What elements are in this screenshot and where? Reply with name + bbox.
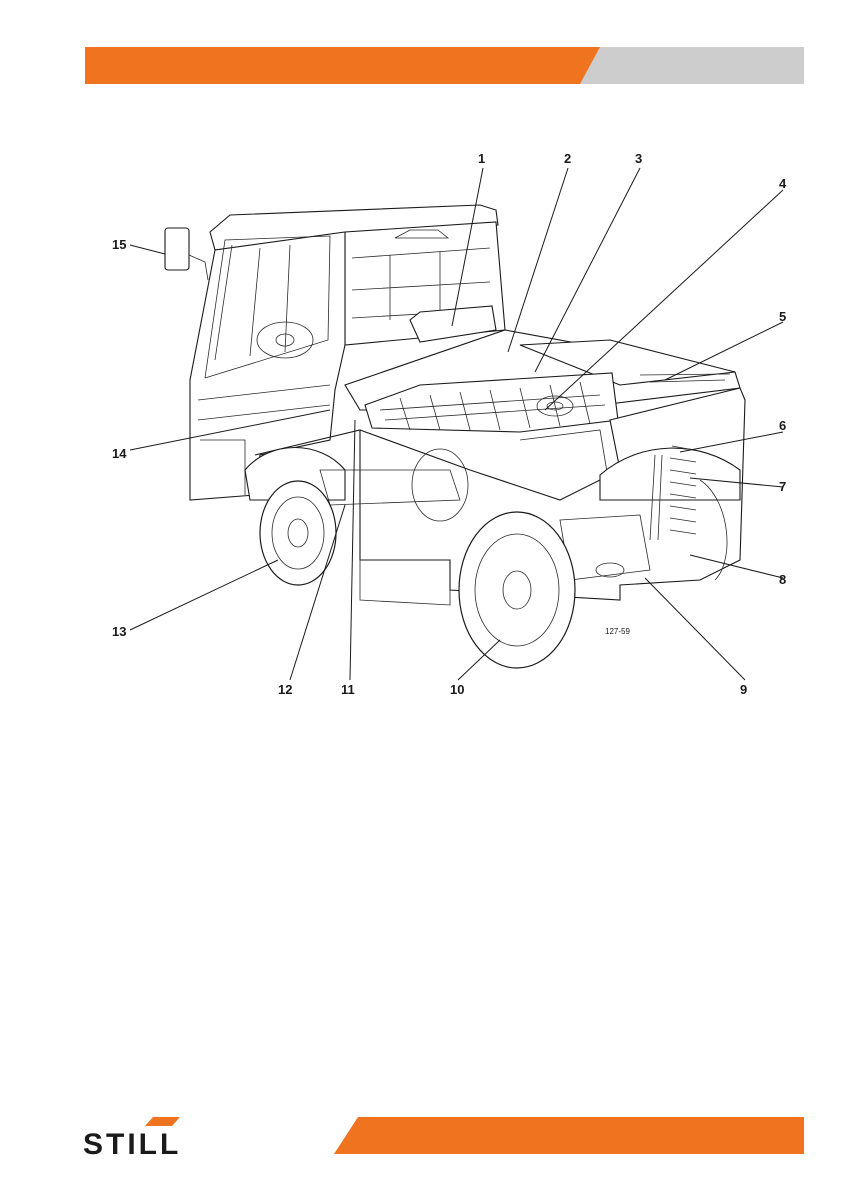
callout-1: 1 <box>478 151 485 166</box>
callout-7: 7 <box>779 479 786 494</box>
callout-10: 10 <box>450 682 464 697</box>
callout-13: 13 <box>112 624 126 639</box>
callout-8: 8 <box>779 572 786 587</box>
callout-15: 15 <box>112 237 126 252</box>
figure-reference: 127-59 <box>605 627 630 636</box>
still-logo-accent <box>145 1117 180 1126</box>
still-logo-text: STILL <box>83 1128 181 1161</box>
callout-6: 6 <box>779 418 786 433</box>
footer-orange-bar <box>334 1117 804 1154</box>
callout-12: 12 <box>278 682 292 697</box>
callout-3: 3 <box>635 151 642 166</box>
still-logo: STILL <box>83 1117 181 1161</box>
callout-9: 9 <box>740 682 747 697</box>
callout-4: 4 <box>779 176 787 191</box>
callout-14: 14 <box>112 446 127 461</box>
callout-11: 11 <box>341 682 355 697</box>
callout-5: 5 <box>779 309 786 324</box>
footer-band: STILL <box>0 1110 842 1190</box>
callout-2: 2 <box>564 151 571 166</box>
